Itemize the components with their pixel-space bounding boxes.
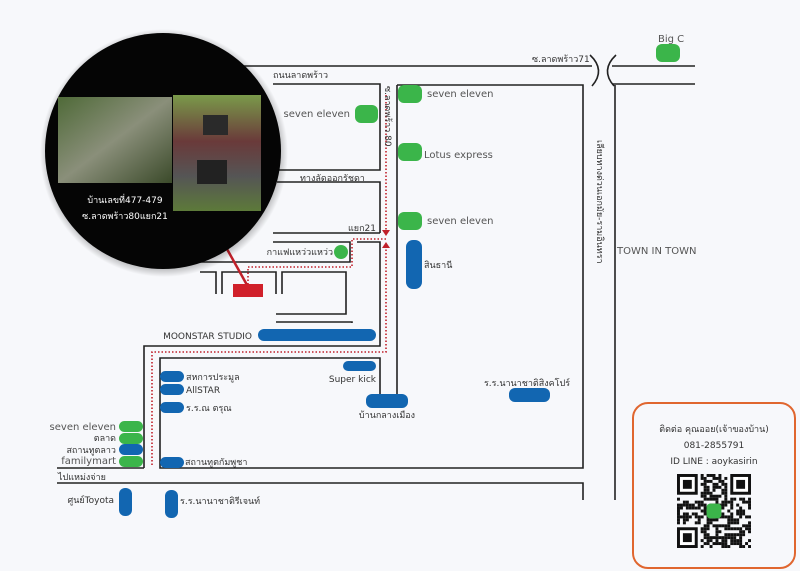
- route-path: [151, 95, 390, 466]
- allstar-marker[interactable]: [160, 384, 184, 395]
- sinthani-marker[interactable]: [406, 240, 422, 289]
- sahakarn-label: สหการประมูล: [186, 373, 240, 383]
- familymart-marker[interactable]: [119, 456, 143, 467]
- familymart-label: familymart: [61, 456, 116, 467]
- laos-embassy-label: สถานทูตลาว: [66, 446, 116, 456]
- address-line2: ซ.ลาดพร้าว80แยก21: [82, 211, 168, 222]
- road-label-soi71: ซ.ลาดพร้าว71: [532, 54, 590, 65]
- stores: Big C seven eleven seven eleven Lotus ex…: [50, 34, 684, 467]
- road-label-soi80: ซ.ลาดพร้าว 80: [382, 86, 393, 147]
- roads: [57, 54, 695, 500]
- line-qr-code[interactable]: [677, 474, 751, 548]
- road-label-shortcut: ทางลัดออกรัชดา: [300, 174, 365, 184]
- contact-line-id[interactable]: ID LINE : aoykasirin: [670, 457, 758, 467]
- sahakarn-marker[interactable]: [160, 371, 184, 382]
- superkick-label: Super kick: [329, 375, 377, 385]
- laos-embassy-marker[interactable]: [119, 444, 143, 455]
- house-photo-window: [197, 160, 227, 184]
- line-logo-icon: [706, 503, 722, 519]
- road-label-to-mangchai: ไปแหม่งจ่าย: [57, 472, 106, 483]
- singapore-school-marker[interactable]: [509, 388, 550, 402]
- seven-eleven-marker[interactable]: [355, 105, 378, 123]
- lotus-marker[interactable]: [398, 143, 422, 161]
- arrow-up-icon: [382, 242, 390, 248]
- road-label-expressway: เลียบทางด่วนเอกมัย-รามอินทรา: [594, 140, 605, 264]
- market-marker[interactable]: [119, 433, 143, 444]
- moonstar-label: MOONSTAR STUDIO: [163, 332, 252, 342]
- bigc-label: Big C: [658, 34, 684, 45]
- baan-klang-muang-label: บ้านกลางเมือง: [359, 410, 415, 421]
- contact-box: ติดต่อ คุณออย(เจ้าของบ้าน) 081-2855791 I…: [632, 402, 796, 569]
- lotus-label: Lotus express: [424, 150, 493, 161]
- garden-photo[interactable]: [58, 97, 172, 183]
- singapore-school-label: ร.ร.นานาชาติสิงคโปร์: [484, 377, 570, 389]
- town-in-town-label: TOWN IN TOWN: [616, 246, 696, 257]
- house-photo-window: [203, 115, 228, 135]
- seven-eleven-marker[interactable]: [398, 85, 422, 103]
- seven-eleven-label: seven eleven: [284, 109, 350, 120]
- address-line1: บ้านเลขที่477-479: [87, 193, 162, 206]
- allstar-label: AllSTAR: [186, 386, 220, 396]
- contact-name: ติดต่อ คุณออย(เจ้าของบ้าน): [659, 425, 769, 435]
- seven-eleven-label: seven eleven: [50, 422, 116, 433]
- places: สินธานี TOWN IN TOWN MOONSTAR STUDIO สหก…: [68, 240, 696, 518]
- house-photo[interactable]: [173, 95, 261, 211]
- regent-school-label: ร.ร.นานาชาติรีเจนท์: [180, 495, 260, 507]
- house-marker[interactable]: [233, 284, 263, 297]
- cambodia-embassy-label: สถานทูตกัมพูชา: [185, 458, 247, 468]
- road-label-main: ถนนลาดพร้าว: [273, 70, 328, 81]
- regent-school-marker[interactable]: [165, 490, 178, 518]
- seven-eleven-marker[interactable]: [398, 212, 422, 230]
- cambodia-embassy-marker[interactable]: [160, 457, 184, 468]
- road-label-yaek21: แยก21: [348, 224, 376, 234]
- toyota-label: ศูนย์Toyota: [68, 494, 115, 506]
- seven-eleven-label: seven eleven: [427, 216, 493, 227]
- cafe-label: กาแฟแหว่วแหว่ว: [267, 248, 333, 258]
- sinthani-label: สินธานี: [424, 260, 452, 271]
- school-tarun-label: ร.ร.ณ ตรุณ: [186, 404, 232, 414]
- arrow-down-icon: [382, 230, 390, 236]
- toyota-marker[interactable]: [119, 488, 132, 516]
- school-tarun-marker[interactable]: [160, 402, 184, 413]
- baan-klang-muang-marker[interactable]: [366, 394, 408, 408]
- seven-eleven-marker[interactable]: [119, 421, 143, 432]
- market-label: ตลาด: [94, 434, 116, 444]
- moonstar-marker[interactable]: [258, 329, 376, 341]
- superkick-marker[interactable]: [343, 361, 376, 371]
- cafe-marker[interactable]: [334, 245, 348, 259]
- seven-eleven-label: seven eleven: [427, 89, 493, 100]
- bigc-marker[interactable]: [656, 44, 680, 62]
- contact-phone[interactable]: 081-2855791: [683, 441, 745, 451]
